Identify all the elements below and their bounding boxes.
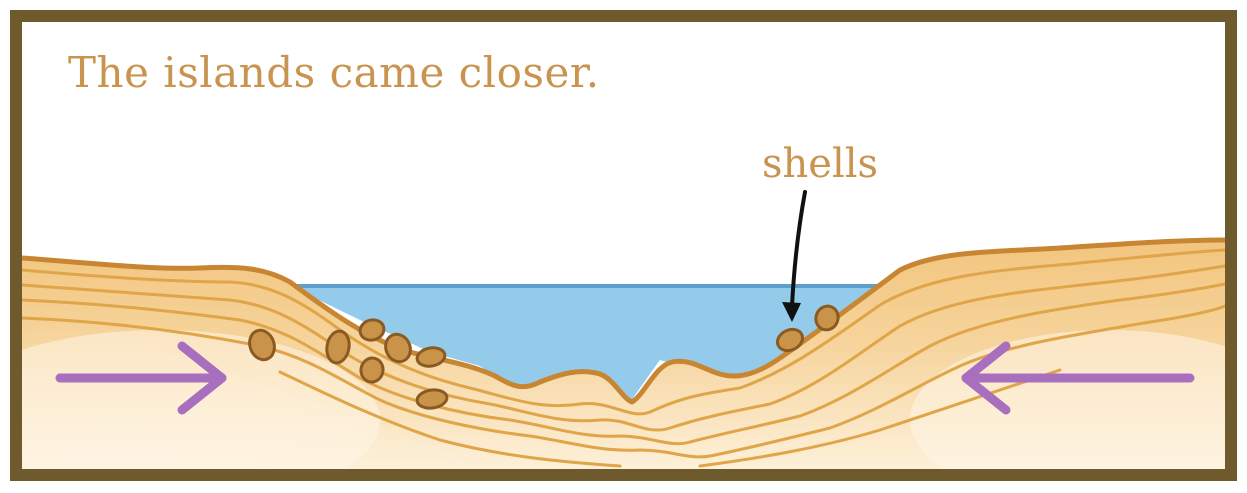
frame-border [10,10,1237,481]
right-arrow-icon [55,341,227,415]
pointer-arrow-icon [782,190,807,322]
shells-label: shells [762,141,879,187]
shell-icon [775,327,805,353]
ground-surface-outline [22,237,1225,405]
diagram-title: The islands came closer. [68,48,600,97]
shell-icon [325,329,351,365]
sediment-layer-line [278,368,1062,468]
sediment-layer-line [22,248,1225,416]
sediment-layers [22,248,1225,468]
sediment-layer-line [22,264,1225,432]
left-arrow-icon [961,341,1195,415]
shell-icon [384,332,412,364]
shell-icon [248,328,276,362]
sediment-layer-line [22,282,1225,446]
shell-icon [415,388,449,410]
shell-icon [359,356,385,384]
shell-icon [814,304,840,332]
shells-group [248,304,840,410]
water [290,286,880,402]
shell-icon [415,346,447,368]
sediment-layer-line [22,304,1225,459]
shell-icon [358,318,386,342]
